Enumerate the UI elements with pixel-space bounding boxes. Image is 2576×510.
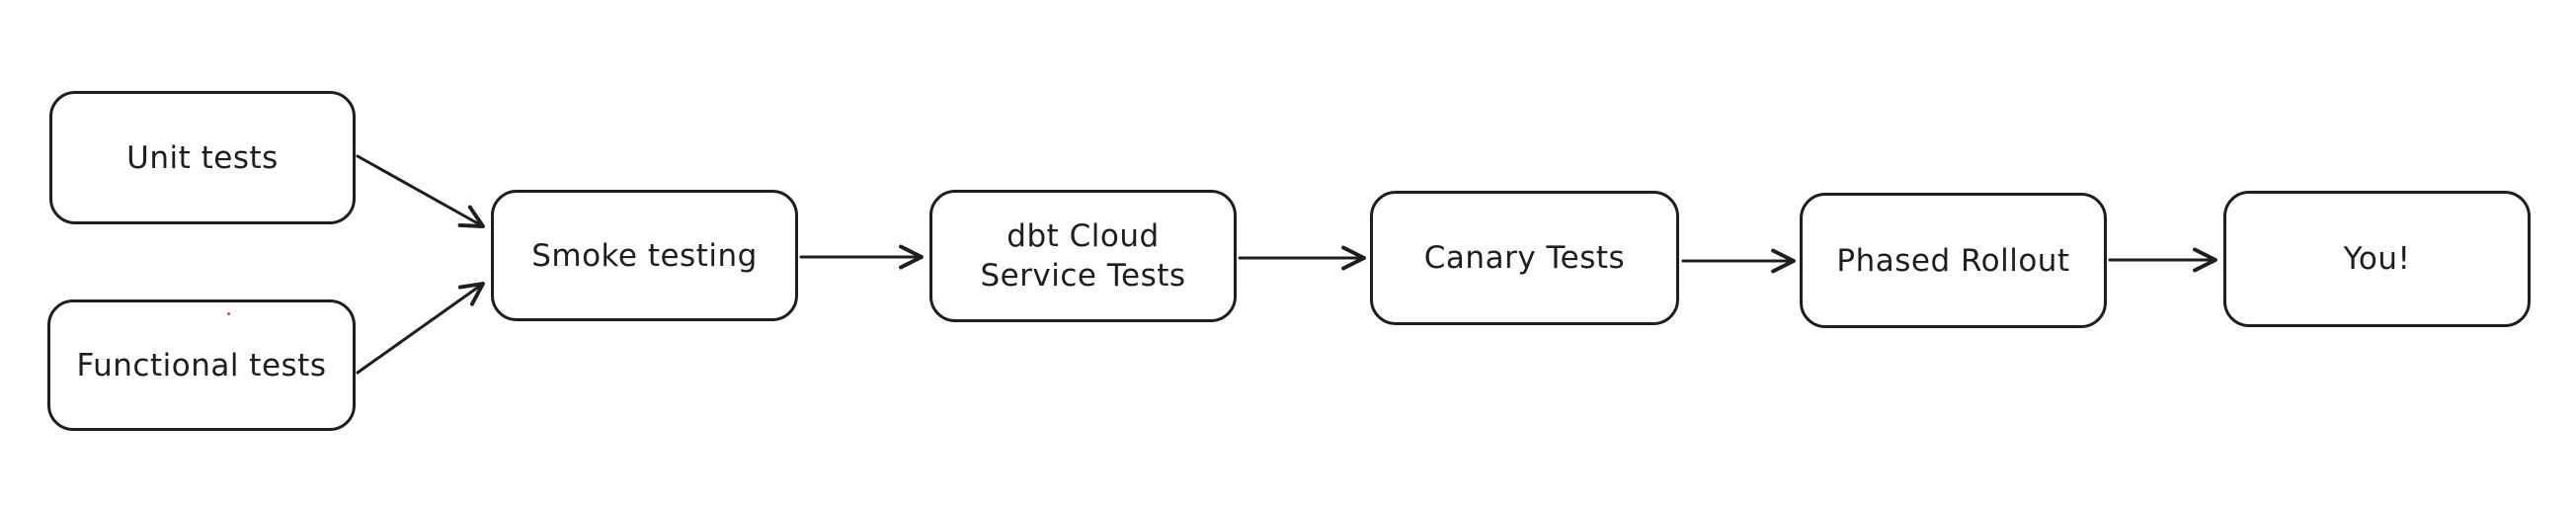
node-label: dbt Cloud Service Tests	[980, 218, 1186, 294]
arrow-functional-tests-to-smoke-testing	[356, 282, 485, 375]
node-label: Functional tests	[76, 347, 327, 383]
node-smoke-testing: Smoke testing	[491, 190, 798, 321]
node-dbt-cloud-service-tests: dbt Cloud Service Tests	[929, 190, 1237, 322]
node-label: You!	[2343, 241, 2411, 277]
stray-red-pixel	[227, 312, 230, 315]
node-you: You!	[2223, 191, 2531, 327]
node-phased-rollout: Phased Rollout	[1800, 193, 2107, 328]
node-unit-tests: Unit tests	[49, 91, 356, 224]
node-label: Unit tests	[126, 139, 279, 176]
arrow-unit-tests-to-smoke-testing	[356, 154, 485, 228]
node-label: Smoke testing	[531, 237, 758, 274]
node-label: Phased Rollout	[1836, 242, 2070, 279]
node-functional-tests: Functional tests	[47, 299, 356, 431]
node-canary-tests: Canary Tests	[1370, 191, 1679, 325]
node-label: Canary Tests	[1423, 240, 1626, 276]
